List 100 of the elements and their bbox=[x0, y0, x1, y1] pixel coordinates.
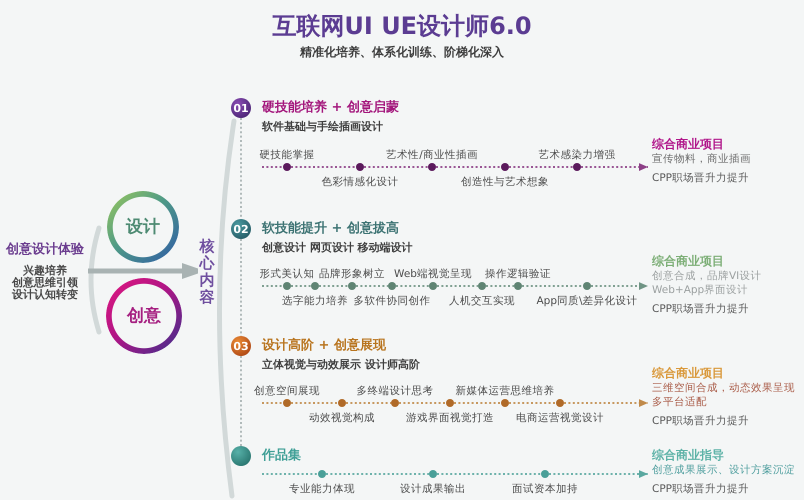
dotted-line bbox=[291, 285, 311, 287]
step-badge: 01 bbox=[231, 98, 251, 118]
dotted-line bbox=[262, 402, 283, 404]
section-heading: 设计高阶 + 创意展现 bbox=[262, 339, 386, 353]
dotted-line bbox=[356, 285, 388, 287]
dotted-line bbox=[436, 166, 501, 168]
milestone-label: 游戏界面视觉打造 bbox=[406, 411, 494, 425]
result-text: CPP职场晋升力提升 bbox=[652, 171, 749, 185]
dot-icon bbox=[573, 163, 581, 171]
dot-icon bbox=[348, 282, 356, 290]
section-heading: 硬技能培养 + 创意启蒙 bbox=[262, 101, 399, 115]
milestone-label: 电商运营视觉设计 bbox=[516, 411, 604, 425]
arrow bbox=[591, 282, 648, 290]
result-text: 创意成果展示、设计方案沉淀 bbox=[652, 463, 795, 477]
dot-icon bbox=[428, 163, 436, 171]
milestone-label: 面试资本加持 bbox=[512, 482, 578, 496]
dot-icon bbox=[388, 282, 396, 290]
intro-heading: 创意设计体验 bbox=[6, 242, 84, 257]
dot-icon bbox=[501, 399, 509, 407]
milestone-label: 选字能力培养 bbox=[282, 294, 348, 308]
milestone-label: 人机交互实现 bbox=[449, 294, 515, 308]
step-circle bbox=[231, 446, 251, 466]
vertical-heading: 核心内容 bbox=[198, 238, 216, 306]
result-text: CPP职场晋升力提升 bbox=[652, 414, 749, 428]
milestone-label: 操作逻辑验证 bbox=[485, 267, 551, 281]
dot-icon bbox=[501, 163, 509, 171]
dot-icon bbox=[514, 282, 522, 290]
intro-text: 创意思维引领 bbox=[12, 277, 78, 289]
dot-icon bbox=[311, 282, 319, 290]
dotted-line bbox=[399, 402, 446, 404]
milestone-label: Web端视觉呈现 bbox=[394, 267, 472, 281]
section-subheading: 创意设计 网页设计 移动端设计 bbox=[262, 241, 413, 255]
section-subheading: 软件基础与手绘插画设计 bbox=[262, 120, 383, 134]
title: 互联网UI UE设计师6.0 bbox=[272, 11, 532, 41]
dotted-line bbox=[262, 285, 283, 287]
dotted-line bbox=[437, 473, 541, 475]
result-heading: 综合商业项目 bbox=[652, 366, 724, 381]
section-subheading: 立体视觉与动效展示 设计师高阶 bbox=[262, 358, 420, 372]
dotted-line bbox=[319, 285, 348, 287]
milestone-label: 硬技能掌握 bbox=[260, 148, 314, 162]
milestone-label: 多软件协同创作 bbox=[354, 294, 430, 308]
dot-icon bbox=[356, 163, 364, 171]
result-text: Web+App界面设计 bbox=[652, 283, 748, 297]
dot-icon bbox=[283, 282, 291, 290]
ring bbox=[107, 191, 179, 263]
intro-text: 兴趣培养 bbox=[23, 265, 67, 277]
milestone-label: 艺术感染力增强 bbox=[538, 148, 616, 162]
dotted-line bbox=[291, 166, 356, 168]
dot-icon bbox=[541, 470, 549, 478]
dotted-line bbox=[454, 402, 501, 404]
dot-icon bbox=[318, 470, 326, 478]
milestone-label: 多终端设计思考 bbox=[356, 384, 434, 398]
dotted-line bbox=[509, 402, 556, 404]
subtitle: 精准化培养、体系化训练、阶梯化深入 bbox=[300, 45, 504, 59]
result-text: CPP职场晋升力提升 bbox=[652, 482, 749, 496]
dot-icon bbox=[283, 399, 291, 407]
milestone-label: 形式美认知 bbox=[260, 267, 314, 281]
dotted-line bbox=[240, 118, 242, 219]
dotted-line bbox=[240, 239, 242, 336]
dot-icon bbox=[583, 282, 591, 290]
dot-icon bbox=[391, 399, 399, 407]
dot-icon bbox=[283, 163, 291, 171]
dotted-line bbox=[522, 285, 583, 287]
step-badge: 03 bbox=[231, 336, 251, 356]
milestone-label: 品牌形象树立 bbox=[319, 267, 385, 281]
result-text: 宣传物料，商业插画 bbox=[652, 152, 751, 166]
arrow bbox=[549, 470, 648, 478]
milestone-label: 动效视觉构成 bbox=[309, 411, 375, 425]
intro-text: 设计认知转变 bbox=[12, 289, 78, 301]
milestone-label: 新媒体运营思维培养 bbox=[456, 384, 554, 398]
milestone-label: 专业能力体现 bbox=[289, 482, 355, 496]
arrow bbox=[581, 163, 648, 171]
result-heading: 综合商业指导 bbox=[652, 448, 724, 463]
milestone-label: 艺术性/商业性插画 bbox=[386, 148, 478, 162]
milestone-label: App同质\差异化设计 bbox=[536, 294, 638, 308]
dot-icon bbox=[429, 282, 437, 290]
dotted-line bbox=[396, 285, 429, 287]
dotted-line bbox=[326, 473, 429, 475]
result-heading: 综合商业项目 bbox=[652, 254, 724, 269]
dotted-line bbox=[437, 285, 478, 287]
ring-label: 设计 bbox=[126, 217, 160, 237]
result-heading: 综合商业项目 bbox=[652, 137, 724, 152]
dotted-line bbox=[262, 473, 318, 475]
section-heading: 作品集 bbox=[262, 449, 301, 463]
dot-icon bbox=[446, 399, 454, 407]
result-text: 三维空间合成，动态效果呈现 bbox=[652, 381, 795, 395]
result-text: 创意合成，品牌VI设计 bbox=[652, 269, 762, 283]
section-heading: 软技能提升 + 创意拔高 bbox=[262, 222, 399, 236]
dotted-line bbox=[486, 285, 514, 287]
dotted-line bbox=[346, 402, 391, 404]
arrow bbox=[564, 399, 648, 407]
result-text: 多平台适配 bbox=[652, 395, 707, 409]
dotted-line bbox=[509, 166, 573, 168]
dotted-line bbox=[240, 356, 242, 446]
milestone-label: 色彩情感化设计 bbox=[322, 175, 398, 189]
milestone-label: 创意空间展现 bbox=[254, 384, 320, 398]
milestone-label: 创造性与艺术想象 bbox=[461, 175, 549, 189]
ring bbox=[106, 278, 182, 354]
dot-icon bbox=[338, 399, 346, 407]
dotted-line bbox=[262, 166, 283, 168]
